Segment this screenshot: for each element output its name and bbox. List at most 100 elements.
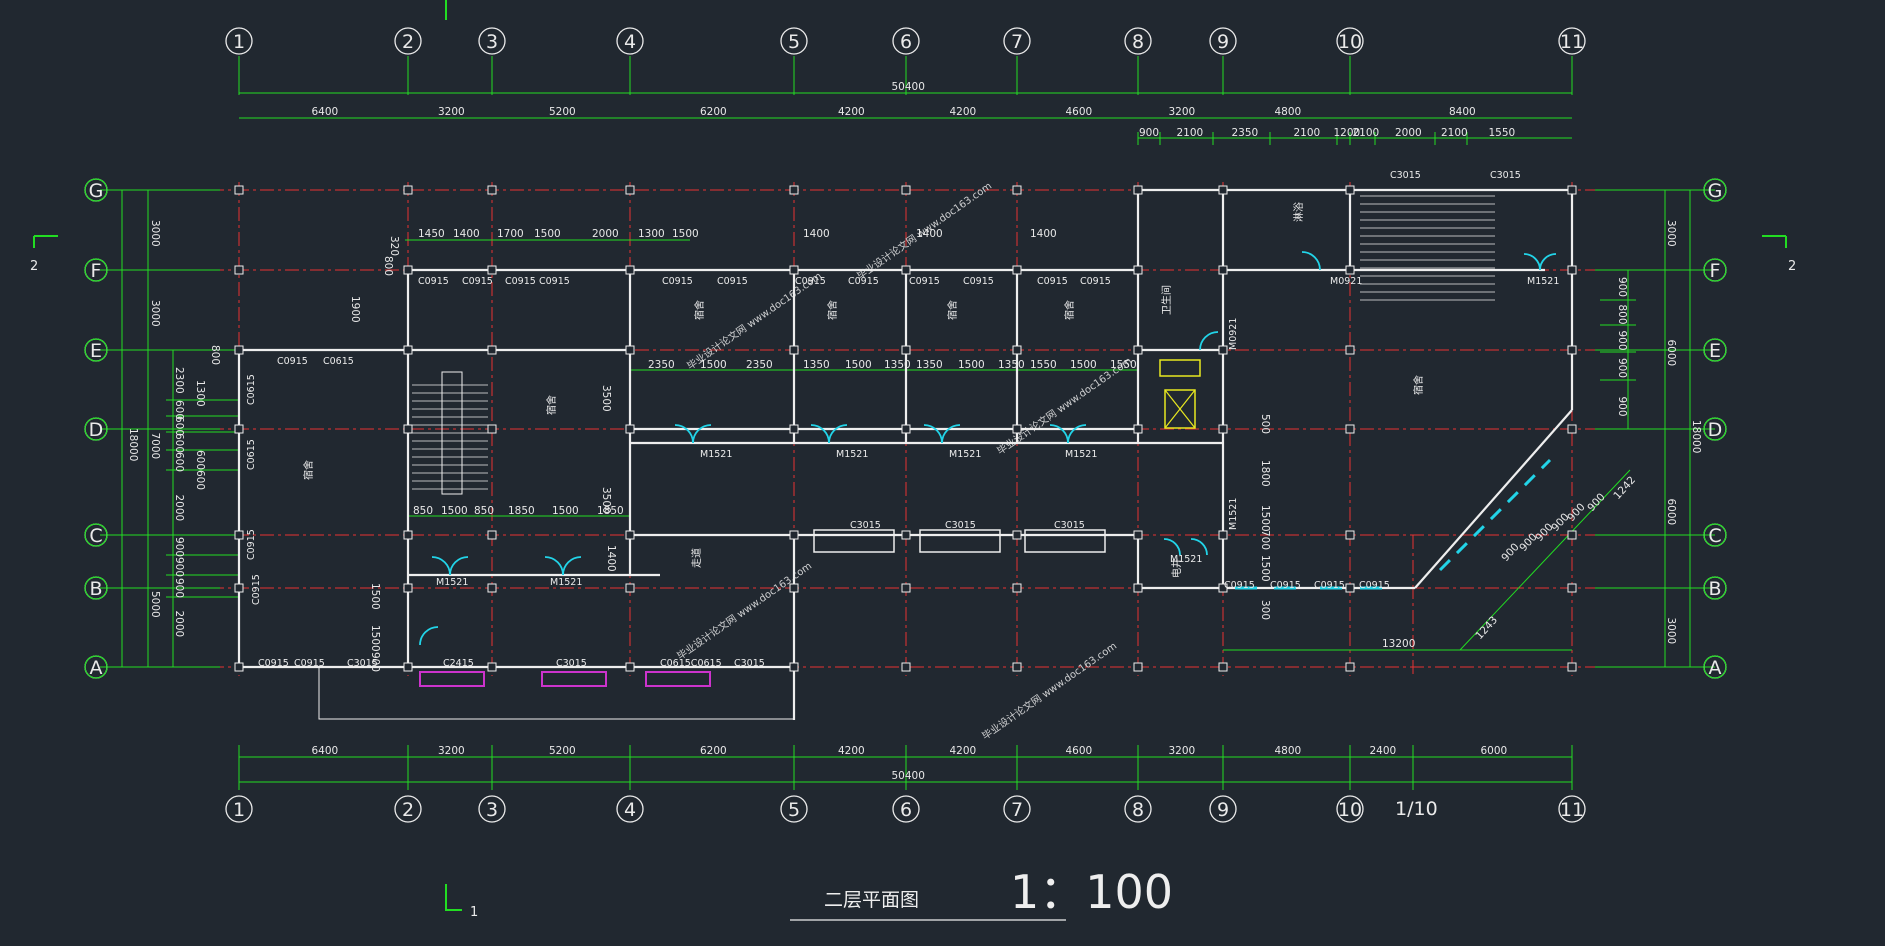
axis-bubble-bottom-3-label: 3 [486,799,498,821]
axis-bubble-left-G-label: G [89,180,104,202]
dim-right-detail: 800 [1616,305,1628,325]
dim-top-detail: 2100 [1294,127,1321,139]
dim-small: 500 [1259,414,1271,434]
axis-bubble-bottom-6-label: 6 [900,799,912,821]
column [234,265,244,275]
window-label: C0915 [1037,276,1068,287]
room-label: 宿舍 [826,300,839,320]
dim-top-span: 6400 [312,106,339,118]
column [487,424,497,434]
stair-well [441,371,463,495]
window-label: C0915 [258,658,289,669]
axis-bubble-left-ring [84,258,108,282]
door-label: M1521 [700,449,732,460]
axis-bubble-bottom-5-label: 5 [788,799,800,821]
column [789,185,799,195]
column [234,530,244,540]
door-swing [674,424,694,444]
dim-top-span: 3200 [438,106,465,118]
watermark-text: 毕业设计论文网 www.doc163.com [854,179,994,282]
section-mark-right: 2 [1762,235,1796,274]
column [1133,265,1143,275]
dim-inner-mid: 1350 [884,359,911,371]
column [1345,185,1355,195]
door-swing [562,556,582,576]
window-label: C0915 [909,276,940,287]
axis-bubble-right-D-label: D [1708,419,1723,441]
door-swing [1163,538,1181,556]
column [234,583,244,593]
axis-bubble-bottom-9-label: 9 [1217,799,1229,821]
dim-small: 800 [209,345,221,365]
canopy-outline [318,666,795,720]
door-swing [941,424,961,444]
axis-bubble-top-8-label: 8 [1132,31,1144,53]
column [1345,345,1355,355]
axis-bubble-bottom-11-label: 11 [1560,799,1584,821]
section-mark-left: 2 [30,235,58,274]
axis-bubble-bottom-1-10: 1/10 [1395,798,1438,820]
dim-left-span: 7000 [149,433,161,460]
window-label: C3015 [734,658,765,669]
axis-bubble-bottom-9 [1209,795,1237,823]
dim-small: 1500 [1259,505,1271,532]
column [1567,265,1577,275]
axis-bubble-top-11 [1558,27,1586,55]
dimension-lines [100,56,1715,790]
axis-bubble-top-2-label: 2 [402,31,414,53]
axis-bubble-right-A-label: A [1709,657,1722,679]
axis-bubble-top-9-label: 9 [1217,31,1229,53]
axis-bubble-bottom-7 [1003,795,1031,823]
dim-inner-mid: 2350 [746,359,773,371]
dim-top-detail: 1550 [1489,127,1516,139]
column [403,530,413,540]
building-walls [234,185,1577,720]
dim-total-top: 50400 [892,81,925,93]
axis-bubble-top-6-label: 6 [900,31,912,53]
window-label: C0915 [795,276,826,287]
window-label: C0915 [963,276,994,287]
column [901,530,911,540]
window-label: C0915 [251,574,262,605]
door-swing [431,556,451,576]
dim-left-detail: 2000 [173,611,185,638]
dim-bottom-span: 4600 [1066,745,1093,757]
dim-top-span: 3200 [1169,106,1196,118]
dim-bottom-span: 6200 [700,745,727,757]
dim-inner-mid: 1500 [1070,359,1097,371]
axis-bubble-bottom-7-label: 7 [1011,799,1023,821]
dim-top-span: 4800 [1275,106,1302,118]
column [789,424,799,434]
dim-bottom-span: 6400 [312,745,339,757]
dim-bottom-span: 3200 [438,745,465,757]
dim-right-detail: 900 [1616,397,1628,417]
dim-left-detail: 600 [173,416,185,436]
dim-inner-upper: 1400 [803,228,830,240]
dim-top-detail: 2100 [1177,127,1204,139]
room-label: 走道 [690,548,703,568]
column [1567,424,1577,434]
door-symbols [419,251,1557,646]
dim-top-span: 5200 [549,106,576,118]
axis-bubble-right-E-label: E [1709,340,1721,362]
dim-small: 1900 [349,296,361,323]
axis-bubble-left-ring [84,523,108,547]
door-swing [810,424,830,444]
axis-bubble-right-B-label: B [1708,578,1721,600]
dim-top-span: 4200 [838,106,865,118]
dim-bottom-span: 4800 [1275,745,1302,757]
dim-right-detail: 900 [1616,277,1628,297]
axis-bubble-right-C-label: C [1708,525,1721,547]
dim-top-detail: 2000 [1395,127,1422,139]
axis-bubble-top-10-label: 10 [1338,31,1362,53]
dim-left-detail: 600 [173,452,185,472]
window-box [813,529,895,553]
dim-inner-mid: 2350 [648,359,675,371]
dim-inner-upper: 1400 [1030,228,1057,240]
watermark-text: 毕业设计论文网 www.doc163.com [979,639,1119,742]
column [1218,185,1228,195]
room-label: 卫生间 [1160,285,1173,315]
axis-bubble-bottom-2 [394,795,422,823]
section-mark-bottom: 1 [445,884,478,920]
axis-bubble-top-11-label: 11 [1560,31,1584,53]
